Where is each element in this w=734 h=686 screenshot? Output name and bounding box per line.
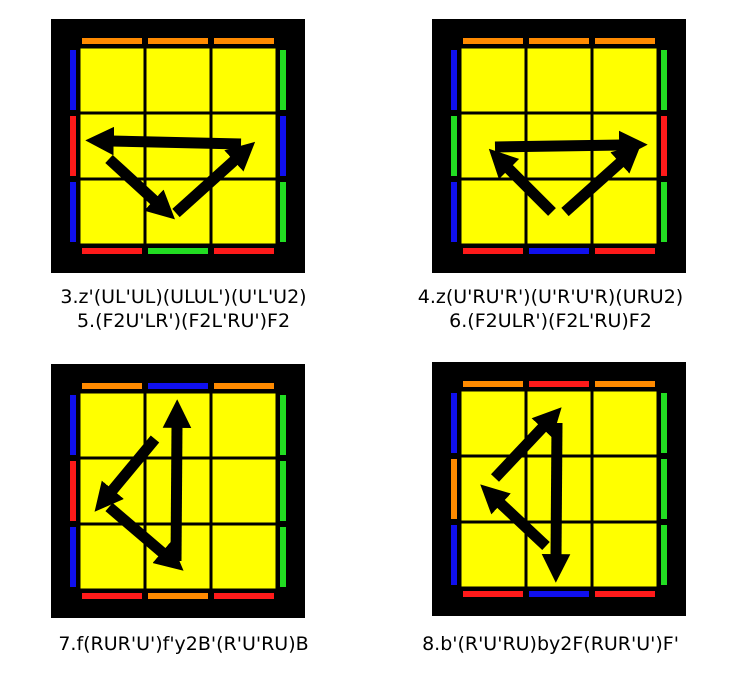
- algorithm-line: 4.z(U'RU'R')(U'R'U'R)(URU2): [417, 286, 684, 308]
- sticker: [461, 180, 525, 244]
- edge-sticker-top: [214, 38, 274, 44]
- edge-sticker-left: [70, 461, 76, 521]
- edge-sticker-top: [82, 383, 142, 389]
- edge-sticker-bottom: [82, 248, 142, 254]
- edge-sticker-bottom: [463, 591, 523, 597]
- edge-sticker-top: [82, 38, 142, 44]
- edge-sticker-top: [463, 38, 523, 44]
- cube-diagram-2: [432, 19, 686, 273]
- cube-diagram-4: [432, 362, 686, 616]
- edge-sticker-right: [661, 50, 667, 110]
- sticker: [461, 48, 525, 112]
- sticker: [80, 48, 144, 112]
- edge-sticker-top: [529, 38, 589, 44]
- edge-sticker-top: [148, 38, 208, 44]
- sticker: [146, 48, 210, 112]
- sticker: [593, 457, 657, 521]
- edge-sticker-bottom: [463, 248, 523, 254]
- algorithm-line: 8.b'(R'U'RU)by2F(RUR'U')F': [422, 633, 679, 655]
- algorithm-caption-2: 4.z(U'RU'R')(U'R'U'R)(URU2) 6.(F2ULR')(F…: [367, 285, 734, 333]
- algorithm-caption-3: 7.f(RUR'U')f'y2B'(R'U'RU)B: [0, 632, 367, 656]
- edge-sticker-left: [451, 116, 457, 176]
- arrow-up-icon: [162, 399, 192, 562]
- arrow-up-left-icon: [480, 484, 550, 551]
- cube-diagram-1: [51, 19, 305, 273]
- sticker: [593, 391, 657, 455]
- arrow-right-icon: [494, 130, 648, 160]
- edge-sticker-top: [148, 383, 208, 389]
- edge-sticker-bottom: [148, 593, 208, 599]
- arrow-down-left-icon: [488, 148, 556, 216]
- cube-diagram-3: [51, 364, 305, 618]
- sticker: [80, 180, 144, 244]
- edge-sticker-left: [70, 50, 76, 110]
- arrow-down-right-icon: [105, 154, 175, 220]
- sticker: [212, 48, 276, 112]
- algorithm-line: 3.z'(UL'UL)(ULUL')(U'L'U2): [60, 286, 307, 308]
- edge-sticker-left: [451, 50, 457, 110]
- edge-sticker-right: [280, 182, 286, 242]
- edge-sticker-bottom: [529, 591, 589, 597]
- algorithm-line: 7.f(RUR'U')f'y2B'(R'U'RU)B: [58, 633, 309, 655]
- sticker: [593, 48, 657, 112]
- edge-sticker-bottom: [595, 248, 655, 254]
- edge-sticker-top: [214, 383, 274, 389]
- sticker: [461, 523, 525, 587]
- edge-sticker-left: [451, 525, 457, 585]
- sticker: [80, 393, 144, 457]
- edge-sticker-right: [280, 116, 286, 176]
- edge-sticker-left: [451, 459, 457, 519]
- edge-sticker-bottom: [529, 248, 589, 254]
- edge-sticker-right: [661, 525, 667, 585]
- sticker: [212, 180, 276, 244]
- sticker: [212, 393, 276, 457]
- edge-sticker-right: [661, 393, 667, 453]
- edge-sticker-right: [661, 459, 667, 519]
- edge-sticker-left: [451, 182, 457, 242]
- edge-sticker-left: [70, 527, 76, 587]
- edge-sticker-top: [463, 381, 523, 387]
- arrow-up-left-icon: [561, 143, 642, 217]
- edge-sticker-bottom: [148, 248, 208, 254]
- edge-sticker-right: [280, 461, 286, 521]
- edge-sticker-right: [280, 395, 286, 455]
- arrow-down-icon: [541, 422, 571, 583]
- edge-sticker-left: [70, 395, 76, 455]
- arrow-left-icon: [85, 126, 242, 156]
- sticker: [527, 48, 591, 112]
- sticker: [593, 523, 657, 587]
- algorithm-line: 6.(F2ULR')(F2L'RU)F2: [449, 310, 652, 332]
- sticker: [593, 180, 657, 244]
- arrow-up-right-icon: [172, 141, 256, 218]
- arrow-down-left-icon: [94, 435, 160, 512]
- edge-sticker-right: [280, 527, 286, 587]
- algorithm-caption-1: 3.z'(UL'UL)(ULUL')(U'L'U2) 5.(F2U'LR')(F…: [0, 285, 367, 333]
- edge-sticker-top: [595, 381, 655, 387]
- edge-sticker-bottom: [214, 593, 274, 599]
- sticker: [80, 525, 144, 589]
- edge-sticker-top: [529, 381, 589, 387]
- arrow-down-right-icon: [105, 502, 184, 571]
- edge-sticker-right: [661, 116, 667, 176]
- edge-sticker-left: [451, 393, 457, 453]
- arrow-up-right-icon: [490, 407, 562, 482]
- sticker: [461, 391, 525, 455]
- sticker: [212, 459, 276, 523]
- algorithm-line: 5.(F2U'LR')(F2L'RU')F2: [76, 310, 291, 332]
- edge-sticker-bottom: [595, 591, 655, 597]
- edge-sticker-top: [595, 38, 655, 44]
- edge-sticker-left: [70, 182, 76, 242]
- algorithm-caption-4: 8.b'(R'U'RU)by2F(RUR'U')F': [367, 632, 734, 656]
- edge-sticker-left: [70, 116, 76, 176]
- sticker: [212, 525, 276, 589]
- edge-sticker-bottom: [82, 593, 142, 599]
- edge-sticker-right: [280, 50, 286, 110]
- edge-sticker-right: [661, 182, 667, 242]
- edge-sticker-bottom: [214, 248, 274, 254]
